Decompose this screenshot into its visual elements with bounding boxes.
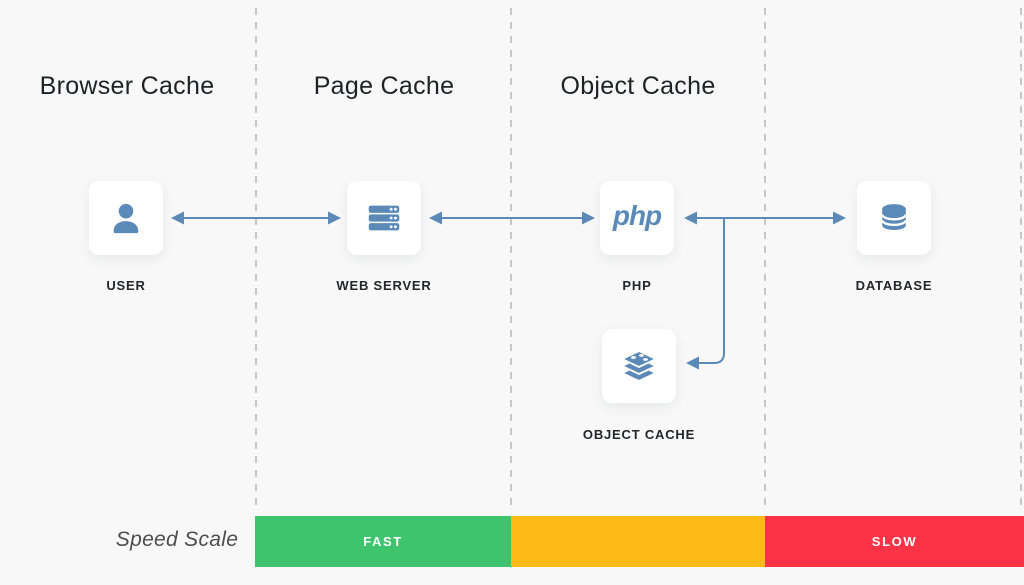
zone-divider-4: [1020, 8, 1022, 510]
speed-scale-label: Speed Scale: [115, 528, 239, 551]
zone-title-object-cache: Object Cache: [560, 72, 716, 100]
zone-divider-2: [510, 8, 512, 510]
user-label: USER: [106, 278, 146, 293]
web-server-card: [347, 181, 421, 255]
object-cache-label: OBJECT CACHE: [582, 427, 696, 442]
server-icon: [368, 205, 400, 231]
web-server-label: WEB SERVER: [336, 278, 432, 293]
speed-segment-medium: [511, 516, 765, 567]
database-label: DATABASE: [855, 278, 933, 293]
user-icon: [113, 203, 139, 234]
speed-segment-fast: FAST: [255, 516, 511, 567]
zone-divider-1: [255, 8, 257, 510]
database-card: [857, 181, 931, 255]
object-cache-card: [602, 329, 676, 403]
user-card: [89, 181, 163, 255]
php-logo: php: [612, 200, 662, 231]
zone-divider-3: [764, 8, 766, 510]
php-card: php: [600, 181, 674, 255]
speed-segment-slow: SLOW: [765, 516, 1024, 567]
zone-title-browser-cache: Browser Cache: [39, 72, 215, 100]
redis-stack-icon: [621, 350, 657, 382]
database-icon: [881, 204, 907, 230]
php-label: PHP: [622, 278, 652, 293]
zone-title-page-cache: Page Cache: [313, 72, 455, 100]
